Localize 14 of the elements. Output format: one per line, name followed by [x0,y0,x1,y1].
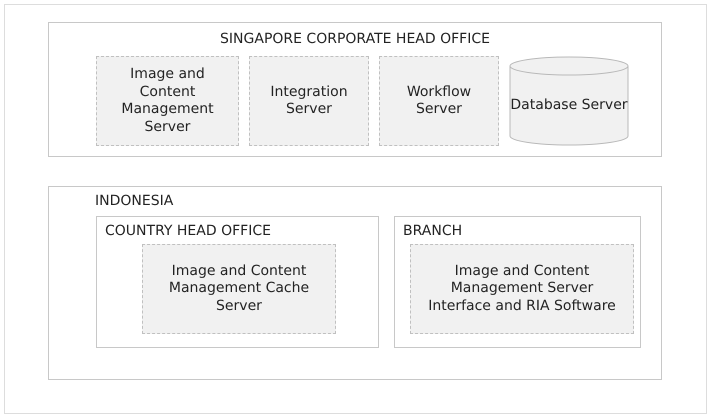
server-box: Image and Content Management Server Interface and RIA Software [410,244,634,334]
region-panel [48,186,662,380]
region-panel [96,216,379,348]
region-panel [394,216,641,348]
server-box: Integration Server [249,56,369,146]
server-box: Workflow Server [379,56,499,146]
region-panel [48,22,662,157]
region-heading: COUNTRY HEAD OFFICE [105,223,271,240]
database-cylinder: Database Server [509,56,629,146]
server-box: Image and Content Management Cache Server [142,244,336,334]
server-box: Image and Content Management Server [96,56,239,146]
region-heading: SINGAPORE CORPORATE HEAD OFFICE [219,31,491,48]
region-heading: BRANCH [403,223,462,240]
region-heading: INDONESIA [95,193,174,210]
